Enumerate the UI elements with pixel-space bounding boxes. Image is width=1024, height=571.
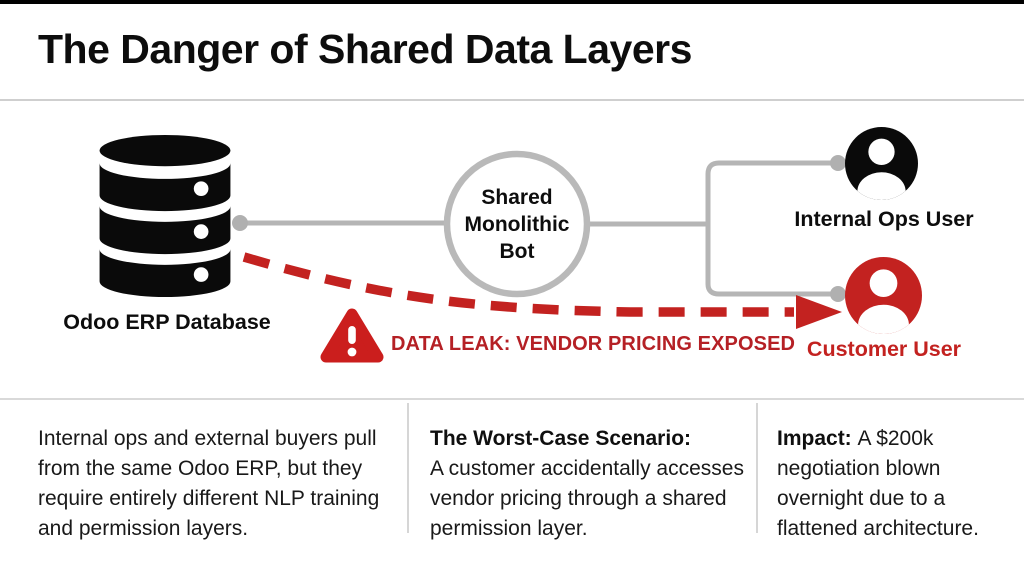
page-title: The Danger of Shared Data Layers	[38, 26, 692, 72]
top-letterbox-bar	[0, 0, 1024, 4]
footer-vertical-divider-2	[756, 403, 758, 533]
footer-body-worst-case: A customer accidentally accesses vendor …	[430, 457, 744, 540]
footer-column-context: Internal ops and external buyers pull fr…	[38, 424, 404, 544]
footer-text-context: Internal ops and external buyers pull fr…	[38, 424, 404, 544]
title-divider	[0, 99, 1024, 101]
warning-triangle-icon	[319, 307, 385, 365]
footer-vertical-divider-1	[407, 403, 409, 533]
database-icon	[96, 133, 234, 299]
internal-ops-avatar-icon	[845, 127, 918, 200]
footer-lead-impact: Impact:	[777, 427, 858, 450]
footer-text-worst-case: The Worst-Case Scenario: A customer accid…	[430, 424, 756, 544]
internal-ops-user-label: Internal Ops User	[794, 207, 974, 231]
footer-body-impact: A $200k negotiation blown overnight due …	[777, 427, 979, 540]
customer-user-label: Customer User	[806, 337, 962, 361]
shared-bot-node	[443, 150, 591, 298]
database-label: Odoo ERP Database	[63, 310, 271, 334]
bot-label-line3: Bot	[499, 240, 535, 263]
shared-bot-label: Shared Monolithic Bot	[444, 184, 590, 265]
leak-arrowhead	[796, 295, 842, 329]
bot-label-line1: Shared	[481, 186, 553, 209]
customer-avatar-icon	[845, 257, 922, 334]
footer-text-impact: Impact: A $200k negotiation blown overni…	[777, 424, 1015, 544]
bot-label-line2: Monolithic	[464, 213, 570, 236]
data-leak-label: DATA LEAK: VENDOR PRICING EXPOSED	[391, 333, 796, 355]
footer-divider	[0, 398, 1024, 400]
footer-body-context: Internal ops and external buyers pull fr…	[38, 427, 380, 540]
footer-column-impact: Impact: A $200k negotiation blown overni…	[777, 424, 1015, 544]
leak-arrow	[242, 252, 794, 317]
footer-lead-worst-case: The Worst-Case Scenario:	[430, 427, 692, 450]
footer-column-worst-case: The Worst-Case Scenario: A customer accid…	[430, 424, 756, 544]
